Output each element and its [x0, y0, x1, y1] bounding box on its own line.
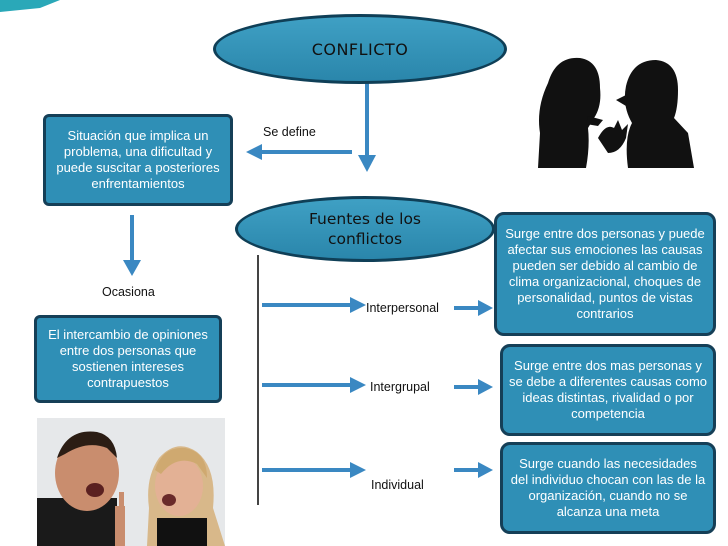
- type-label-intergrupal: Intergrupal: [370, 380, 430, 394]
- se-define-label: Se define: [263, 125, 316, 139]
- description-interpersonal: Surge entre dos personas y puede afectar…: [505, 226, 705, 321]
- arguing-silhouettes-image: [528, 28, 694, 168]
- arguing-people-photo: [37, 418, 225, 546]
- fuentes-title: Fuentes de los conflictos: [308, 210, 422, 248]
- description-box-individual: Surge cuando las necesidades del individ…: [500, 442, 716, 534]
- type-label-individual: Individual: [371, 478, 424, 492]
- ocasiona-label: Ocasiona: [102, 285, 155, 299]
- description-intergrupal: Surge entre dos mas personas y se debe a…: [509, 358, 708, 421]
- consequence-text: El intercambio de opiniones entre dos pe…: [48, 327, 208, 390]
- consequence-box: El intercambio de opiniones entre dos pe…: [34, 315, 222, 403]
- fuentes-node: Fuentes de los conflictos: [235, 196, 495, 262]
- description-box-interpersonal: Surge entre dos personas y puede afectar…: [494, 212, 716, 336]
- conflicto-title: CONFLICTO: [311, 39, 409, 59]
- branch-arrows: [262, 297, 493, 478]
- decorative-stripe: [0, 0, 60, 12]
- definition-text: Situación que implica un problema, una d…: [56, 128, 220, 191]
- conflicto-node: CONFLICTO: [213, 14, 507, 84]
- description-individual: Surge cuando las necesidades del individ…: [510, 456, 706, 519]
- description-box-intergrupal: Surge entre dos mas personas y se debe a…: [500, 344, 716, 436]
- definition-box: Situación que implica un problema, una d…: [43, 114, 233, 206]
- type-label-interpersonal: Interpersonal: [366, 301, 439, 315]
